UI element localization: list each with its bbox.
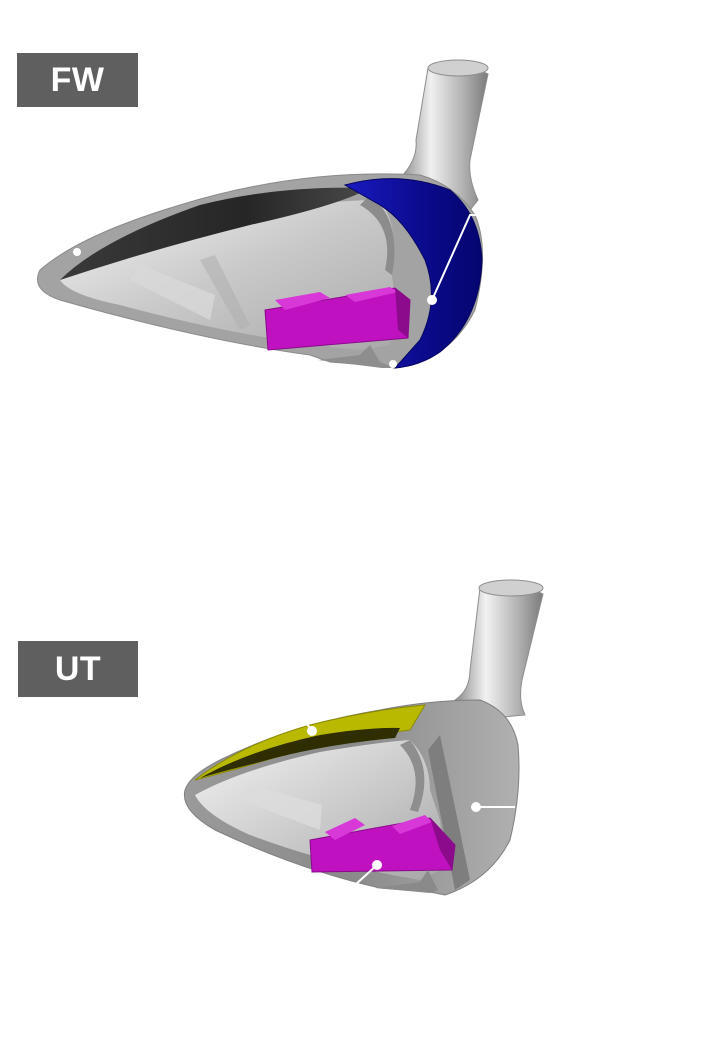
fw-callout-lines — [431, 214, 485, 301]
ut-label: UT — [18, 641, 138, 697]
ut-club-cutaway-icon — [183, 579, 544, 896]
fw-label: FW — [17, 53, 138, 107]
fw-club-cutaway-icon — [37, 59, 489, 369]
fw-crown-insert — [343, 178, 483, 369]
ut-hosel — [454, 583, 544, 721]
